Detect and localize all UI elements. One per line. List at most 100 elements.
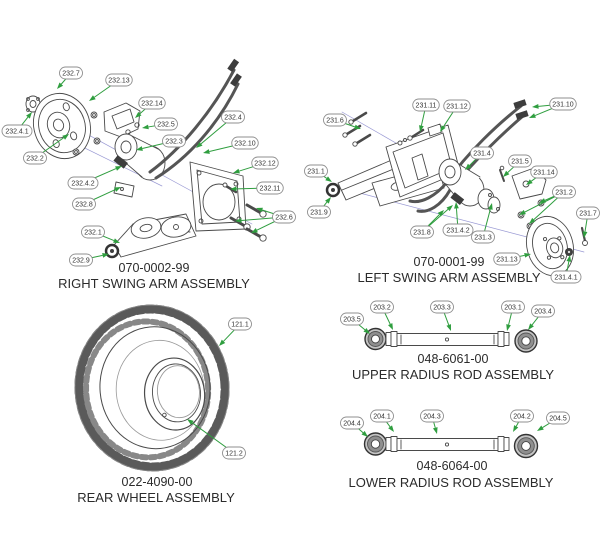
left-swing-arm-drawing <box>325 99 588 277</box>
svg-text:232.6: 232.6 <box>275 215 293 222</box>
svg-text:232.12: 232.12 <box>254 161 276 168</box>
svg-text:231.3: 231.3 <box>474 235 492 242</box>
callout-231.6: 231.6 <box>323 113 361 130</box>
svg-text:232.14: 232.14 <box>141 101 163 108</box>
svg-text:203.1: 203.1 <box>504 305 522 312</box>
callout-231.5: 231.5 <box>503 154 532 177</box>
callout-204.4: 204.4 <box>340 416 368 437</box>
callout-232.1: 232.1 <box>81 225 120 243</box>
callout-204.5: 204.5 <box>537 411 570 431</box>
svg-text:231.2: 231.2 <box>555 190 573 197</box>
svg-text:231.10: 231.10 <box>552 102 574 109</box>
callout-232.2: 232.2 <box>23 134 69 165</box>
svg-text:232.4: 232.4 <box>224 115 242 122</box>
right-swing-arm-drawing <box>25 58 267 259</box>
svg-text:204.3: 204.3 <box>423 414 441 421</box>
callout-231.4: 231.4 <box>465 146 494 170</box>
upper-radius-rod-part-number: 048-6061-00 <box>418 352 489 366</box>
callout-232.10: 232.10 <box>203 136 259 154</box>
svg-text:231.11: 231.11 <box>416 103 437 110</box>
callout-232.14: 232.14 <box>135 96 166 118</box>
callout-231.3: 231.3 <box>471 203 495 244</box>
svg-text:204.2: 204.2 <box>513 414 531 421</box>
callout-204.1: 204.1 <box>370 409 394 432</box>
svg-text:231.5: 231.5 <box>511 159 529 166</box>
callout-231.11: 231.11 <box>412 98 440 132</box>
lower-radius-rod-drawing <box>363 432 539 459</box>
lower-radius-rod-part-number: 048-6064-00 <box>417 459 488 473</box>
callout-231.7: 231.7 <box>576 206 600 238</box>
upper-radius-rod-drawing <box>364 327 538 353</box>
svg-text:231.12: 231.12 <box>446 104 468 111</box>
svg-text:231.4.2: 231.4.2 <box>446 228 469 235</box>
callout-231.1: 231.1 <box>304 164 332 182</box>
right-swing-arm-part-number: 070-0002-99 <box>119 261 190 275</box>
callout-121.2: 121.2 <box>187 419 246 460</box>
svg-text:232.13: 232.13 <box>108 78 130 85</box>
callout-layer: 232.7 232.13 232.14 232.5 232.3 232.4 232.10 23… <box>1 66 600 460</box>
svg-text:203.4: 203.4 <box>534 309 552 316</box>
callout-232.7: 232.7 <box>57 66 83 89</box>
svg-text:232.1: 232.1 <box>84 230 102 237</box>
svg-text:231.14: 231.14 <box>533 170 555 177</box>
callout-232.13: 232.13 <box>89 73 133 101</box>
svg-text:203.5: 203.5 <box>343 317 361 324</box>
brake-disc-drawing <box>33 92 91 160</box>
svg-text:232.4.1: 232.4.1 <box>5 129 28 136</box>
callout-232.8: 232.8 <box>72 187 121 211</box>
svg-text:204.4: 204.4 <box>343 421 361 428</box>
svg-text:231.4.1: 231.4.1 <box>554 275 577 282</box>
rear-wheel-title: REAR WHEEL ASSEMBLY <box>77 490 235 505</box>
callout-203.4: 203.4 <box>528 304 555 330</box>
callout-231.2: 231.2 <box>519 185 576 224</box>
svg-text:231.4: 231.4 <box>473 151 491 158</box>
callout-232.11: 232.11 <box>230 181 284 195</box>
callout-231.12: 231.12 <box>440 99 471 132</box>
svg-text:121.1: 121.1 <box>231 322 249 329</box>
titles-layer: 070-0002-99 RIGHT SWING ARM ASSEMBLY 070… <box>58 255 554 505</box>
callout-203.3: 203.3 <box>430 300 454 331</box>
rear-wheel-drawing <box>74 304 230 472</box>
callout-232.3: 232.3 <box>136 134 186 151</box>
svg-text:232.11: 232.11 <box>260 186 281 193</box>
svg-text:231.9: 231.9 <box>310 210 328 217</box>
left-swing-arm-title: LEFT SWING ARM ASSEMBLY <box>357 270 540 285</box>
svg-text:231.13: 231.13 <box>496 257 518 264</box>
callout-204.2: 204.2 <box>510 409 534 432</box>
svg-text:231.1: 231.1 <box>307 169 325 176</box>
callout-231.8: 231.8 <box>410 205 453 239</box>
svg-text:232.5: 232.5 <box>157 122 175 129</box>
svg-text:231.6: 231.6 <box>326 118 344 125</box>
callout-231.10: 231.10 <box>529 97 577 118</box>
callout-232.12: 232.12 <box>233 156 279 174</box>
svg-text:204.1: 204.1 <box>373 414 391 421</box>
callout-232.4.2: 232.4.2 <box>67 166 122 190</box>
callout-203.1: 203.1 <box>501 300 525 331</box>
svg-text:231.7: 231.7 <box>579 211 597 218</box>
svg-text:121.2: 121.2 <box>225 451 243 458</box>
callout-231.14: 231.14 <box>526 165 558 185</box>
svg-text:232.3: 232.3 <box>165 139 183 146</box>
svg-text:203.3: 203.3 <box>433 305 451 312</box>
right-swing-arm-title: RIGHT SWING ARM ASSEMBLY <box>58 276 250 291</box>
callout-232.9: 232.9 <box>69 253 109 267</box>
lower-radius-rod-title: LOWER RADIUS ROD ASSEMBLY <box>349 475 554 490</box>
svg-text:232.4.2: 232.4.2 <box>71 181 94 188</box>
callout-231.9: 231.9 <box>307 197 331 219</box>
svg-text:231.8: 231.8 <box>413 230 431 237</box>
callout-231.13: 231.13 <box>493 252 531 266</box>
svg-text:232.9: 232.9 <box>72 258 90 265</box>
upper-radius-rod-title: UPPER RADIUS ROD ASSEMBLY <box>352 367 554 382</box>
callout-232.6: 232.6 <box>235 207 296 233</box>
left-swing-arm-part-number: 070-0001-99 <box>414 255 485 269</box>
svg-text:232.7: 232.7 <box>62 71 80 78</box>
callout-231.4.1: 231.4.1 <box>550 255 582 284</box>
callout-231.4.2: 231.4.2 <box>442 202 474 237</box>
callout-203.5: 203.5 <box>340 312 370 334</box>
svg-text:232.8: 232.8 <box>75 202 93 209</box>
svg-text:203.2: 203.2 <box>373 305 391 312</box>
svg-text:232.10: 232.10 <box>234 141 256 148</box>
svg-text:204.5: 204.5 <box>549 416 567 423</box>
